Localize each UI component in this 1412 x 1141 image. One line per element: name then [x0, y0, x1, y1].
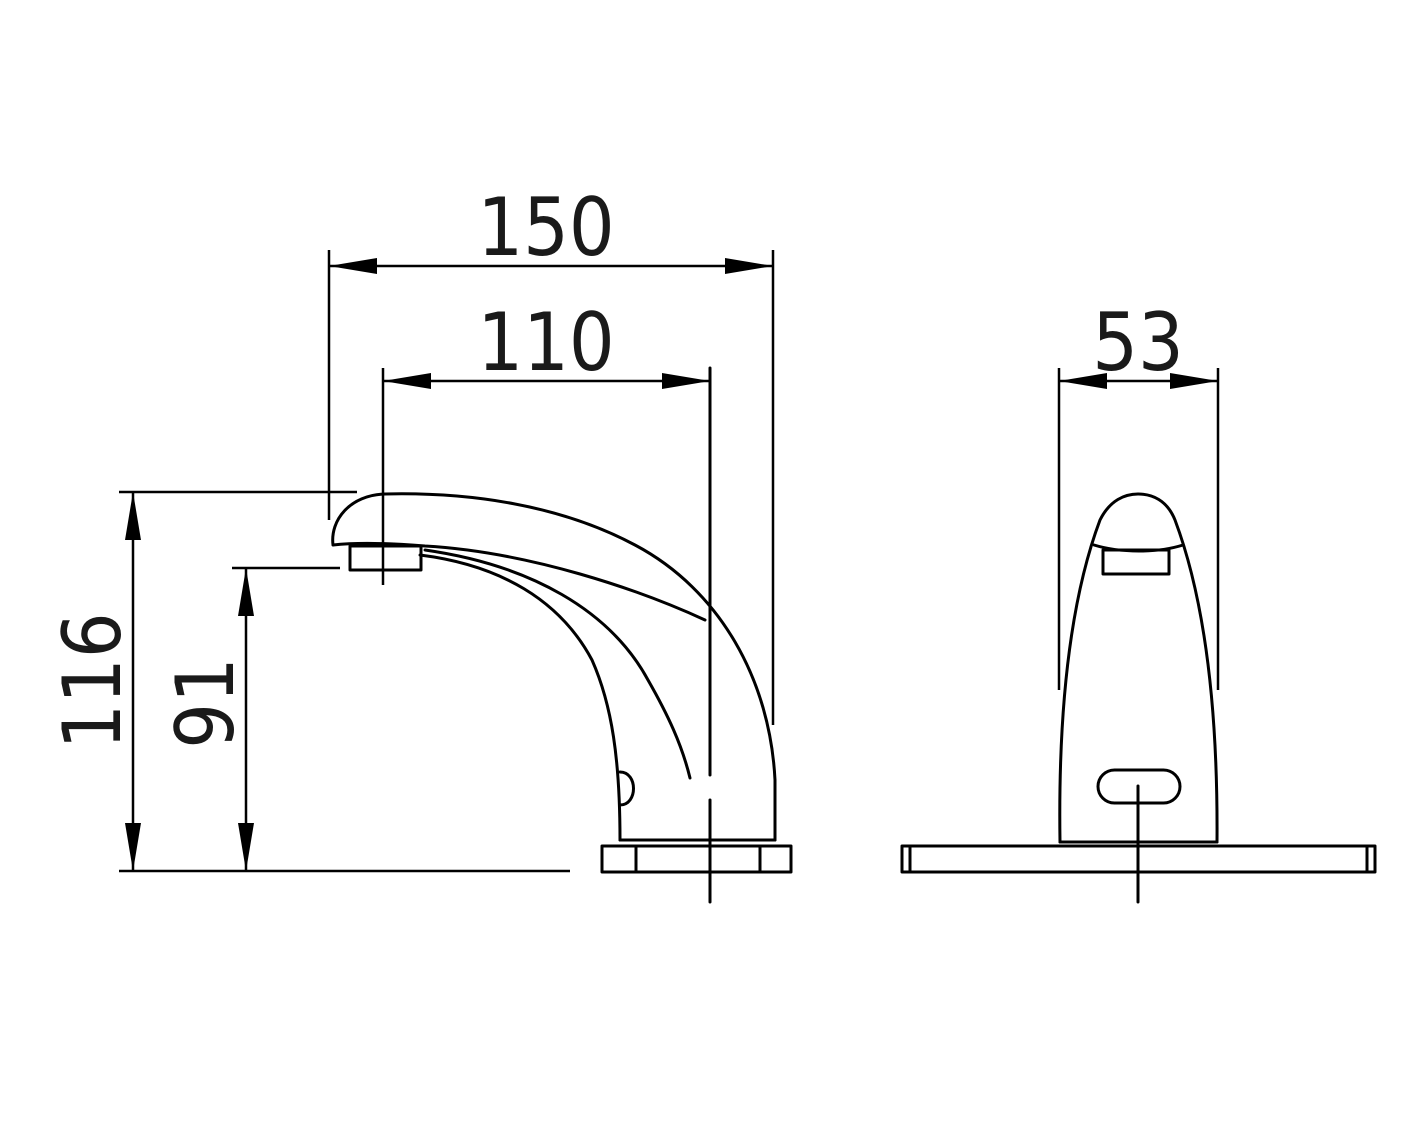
front-body-outline — [1058, 492, 1219, 844]
arrowhead-116-bottom — [125, 823, 141, 871]
spout-inner-profile — [331, 541, 707, 622]
arrowhead-110-right — [662, 373, 710, 389]
side-view — [331, 366, 793, 904]
dimension-label-116: 116 — [46, 612, 139, 749]
front-aerator — [1101, 548, 1171, 576]
sensor-window-side — [618, 770, 635, 807]
body-front-curve — [418, 553, 622, 842]
deck-plate-side — [600, 844, 793, 874]
dimension-spout-reach: 110 — [381, 296, 710, 585]
dimension-overall-height: 116 — [46, 490, 570, 873]
dimension-label-150: 150 — [477, 181, 614, 274]
arrowhead-110-left — [383, 373, 431, 389]
dimension-label-110: 110 — [477, 296, 614, 389]
arrowhead-91-top — [238, 568, 254, 616]
spout-outer-profile — [331, 492, 777, 842]
arrowhead-150-left — [329, 258, 377, 274]
arrowhead-53-right — [1170, 373, 1218, 389]
arrowhead-116-top — [125, 492, 141, 540]
aerator — [348, 544, 423, 572]
arrowhead-91-bottom — [238, 823, 254, 871]
arrowhead-150-right — [725, 258, 773, 274]
dimension-overall-length: 150 — [327, 181, 775, 725]
dimension-outlet-height: 91 — [159, 566, 340, 871]
dimension-body-width: 53 — [1057, 296, 1220, 690]
spout-groove-line — [423, 548, 692, 780]
front-view — [900, 492, 1377, 904]
arrowhead-53-left — [1059, 373, 1107, 389]
dimension-label-53: 53 — [1092, 296, 1184, 389]
dimension-label-91: 91 — [159, 657, 252, 749]
